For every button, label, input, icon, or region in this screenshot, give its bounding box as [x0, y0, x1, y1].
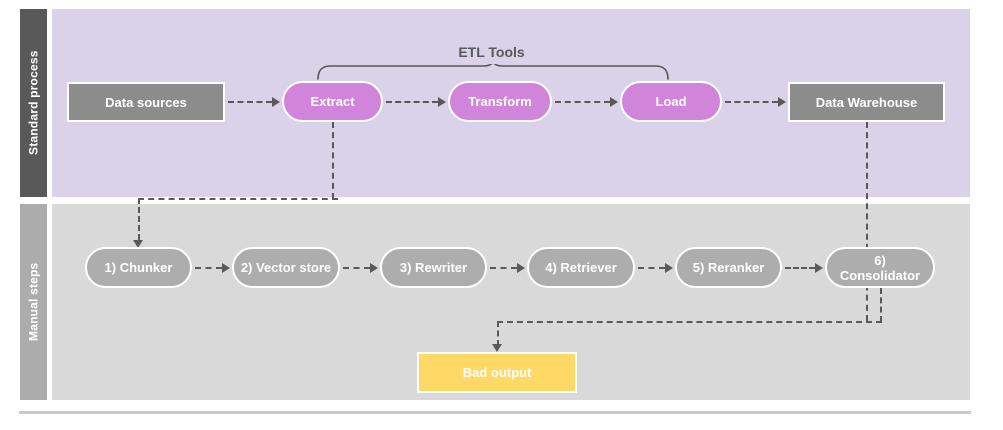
node-bad-output[interactable]: Bad output [417, 352, 577, 393]
group-label-etl-tools: ETL Tools [458, 44, 525, 60]
edge-extract-to-chunker-horizontal [138, 198, 338, 200]
node-extract[interactable]: Extract [282, 81, 383, 122]
node-load[interactable]: Load [620, 81, 722, 122]
edge-extract-to-chunker-arrow-icon [133, 240, 143, 248]
lane-label-manual-steps-text: Manual steps [26, 262, 41, 342]
edge-extract-tap-vertical [332, 122, 334, 199]
node-consolidator[interactable]: 6) Consolidator [825, 247, 935, 288]
edge-to-bad-output-drop [497, 321, 499, 346]
edge-extract-to-transform-arrow-icon [438, 97, 446, 107]
edge-consolidator-to-bad-output-horizontal [497, 321, 882, 323]
bottom-divider [19, 411, 971, 414]
edge-retriever-to-reranker-arrow-icon [665, 263, 673, 273]
edge-vector-store-to-rewriter-arrow-icon [370, 263, 378, 273]
edge-rewriter-to-retriever [490, 267, 517, 269]
edge-data-sources-to-extract-arrow-icon [272, 97, 280, 107]
node-reranker[interactable]: 5) Reranker [675, 247, 782, 288]
edge-load-to-data-warehouse-arrow-icon [778, 97, 786, 107]
edge-vector-store-to-rewriter [343, 267, 370, 269]
edge-reranker-to-consolidator-arrow-icon [815, 263, 823, 273]
edge-rewriter-to-retriever-arrow-icon [517, 263, 525, 273]
edge-retriever-to-reranker [638, 267, 665, 269]
lane-label-manual-steps: Manual steps [19, 203, 48, 401]
edge-data-warehouse-to-consolidator-vertical [866, 122, 868, 321]
edge-consolidator-to-bad-output-vertical [880, 288, 882, 322]
edge-transform-to-load [555, 101, 610, 103]
node-vector-store[interactable]: 2) Vector store [232, 247, 340, 288]
edge-load-to-data-warehouse [725, 101, 778, 103]
node-chunker[interactable]: 1) Chunker [85, 247, 192, 288]
lane-label-standard-process: Standard process [19, 8, 48, 198]
node-rewriter[interactable]: 3) Rewriter [380, 247, 487, 288]
node-data-sources[interactable]: Data sources [67, 82, 225, 122]
etl-tools-brace-icon [316, 64, 670, 80]
edge-chunker-to-vector-store [195, 267, 222, 269]
node-data-warehouse[interactable]: Data Warehouse [788, 82, 945, 122]
edge-transform-to-load-arrow-icon [610, 97, 618, 107]
lane-label-standard-process-text: Standard process [26, 50, 41, 156]
node-retriever[interactable]: 4) Retriever [527, 247, 635, 288]
node-transform[interactable]: Transform [448, 81, 552, 122]
edge-chunker-to-vector-store-arrow-icon [222, 263, 230, 273]
edge-extract-to-transform [386, 101, 438, 103]
edge-data-sources-to-extract [228, 101, 272, 103]
edge-reranker-to-consolidator [785, 267, 815, 269]
edge-to-bad-output-arrow-icon [492, 344, 502, 352]
edge-extract-to-chunker-vertical [138, 198, 140, 240]
